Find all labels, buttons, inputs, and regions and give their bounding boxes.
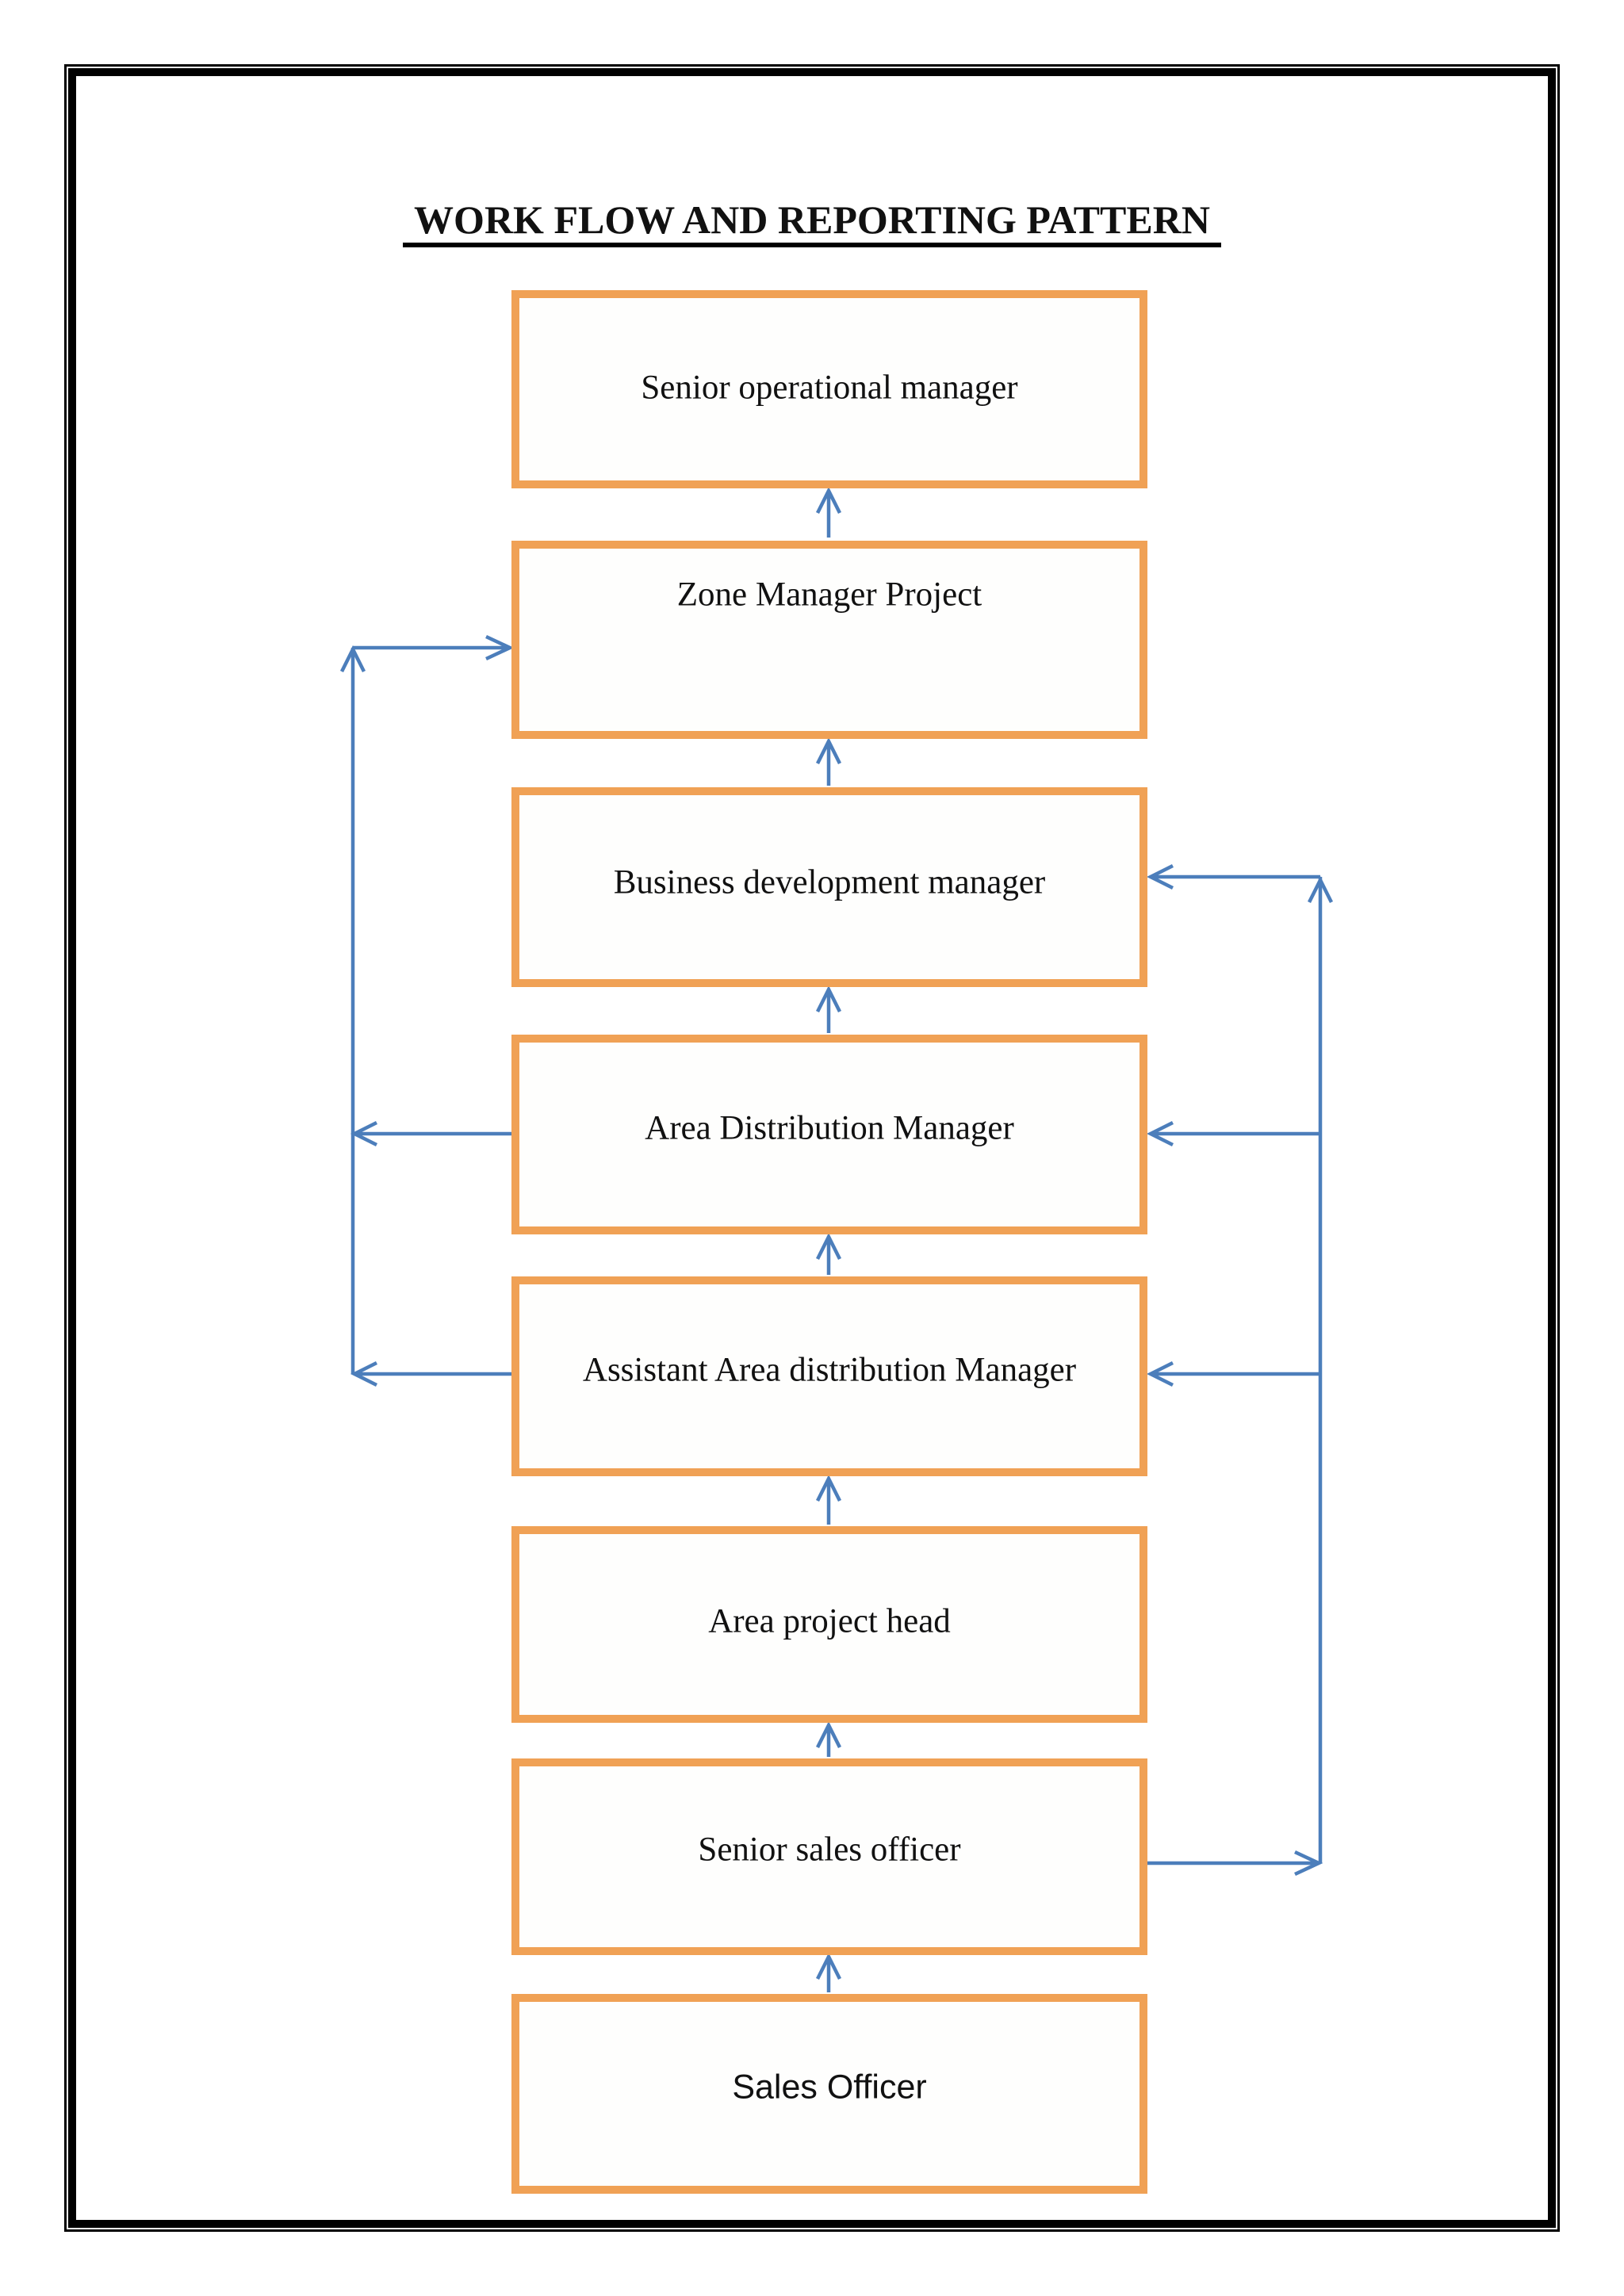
page-border-inner [68,68,1556,2228]
page-title-row: WORK FLOW AND REPORTING PATTERN [0,200,1624,247]
up-arrow-bdm-to-zone [815,737,842,786]
box-assistant-area-distribution-manager: Assistant Area distribution Manager [511,1276,1147,1476]
up-arrow-aadm-to-adm [815,1232,842,1275]
box-label: Area project head [708,1602,951,1640]
box-label: Sales Officer [732,2068,927,2107]
box-senior-sales-officer: Senior sales officer [511,1758,1147,1955]
box-label: Senior operational manager [641,369,1018,407]
up-arrow-zone-to-senior-operational [815,486,842,538]
box-business-development-manager: Business development manager [511,787,1147,987]
up-arrow-adm-to-bdm [815,985,842,1033]
box-label: Business development manager [613,863,1046,901]
right-loop-arrow-into-bdm [1146,863,1320,890]
up-arrow-sso-to-aph [815,1720,842,1757]
left-loop-arrow-from-aadm [350,1360,511,1387]
page-border-outer [64,64,1560,2232]
up-arrow-so-to-sso [815,1952,842,1992]
right-loop-arrow-into-aadm [1146,1360,1320,1387]
right-loop-arrow-from-sso [1147,1850,1323,1877]
box-label: Area Distribution Manager [645,1109,1014,1147]
box-area-distribution-manager: Area Distribution Manager [511,1035,1147,1234]
box-zone-manager-project: Zone Manager Project [511,541,1147,739]
page-title: WORK FLOW AND REPORTING PATTERN [403,200,1221,247]
up-arrow-aph-to-aadm [815,1474,842,1525]
box-area-project-head: Area project head [511,1526,1147,1723]
box-label: Senior sales officer [698,1831,961,1869]
left-loop-vertical-line [339,645,366,1374]
left-loop-arrow-into-zone-manager [353,634,515,661]
box-label: Assistant Area distribution Manager [582,1351,1077,1389]
right-loop-arrow-into-adm [1146,1120,1320,1147]
box-sales-officer: Sales Officer [511,1994,1147,2194]
box-label: Zone Manager Project [676,576,982,614]
box-senior-operational-manager: Senior operational manager [511,290,1147,488]
right-loop-vertical-line [1307,875,1334,1863]
left-loop-arrow-from-adm [350,1120,511,1147]
